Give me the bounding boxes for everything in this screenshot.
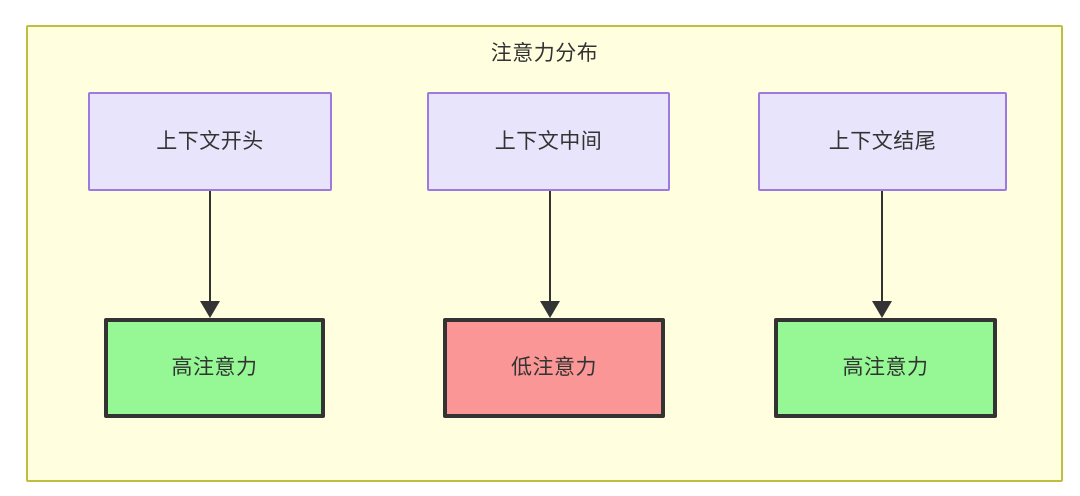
node-attention-high-end[interactable]: 高注意力 <box>774 318 997 418</box>
diagram-title: 注意力分布 <box>490 42 599 65</box>
node-label: 上下文开头 <box>156 129 264 153</box>
node-context-start[interactable]: 上下文开头 <box>88 92 332 191</box>
node-label: 高注意力 <box>842 356 929 379</box>
node-label: 上下文结尾 <box>828 129 937 153</box>
node-context-middle[interactable]: 上下文中间 <box>427 92 670 191</box>
node-label: 上下文中间 <box>494 129 603 153</box>
node-context-end[interactable]: 上下文结尾 <box>758 92 1007 191</box>
node-label: 高注意力 <box>171 356 258 379</box>
node-attention-high-start[interactable]: 高注意力 <box>104 318 325 418</box>
node-label: 低注意力 <box>511 356 597 379</box>
node-attention-low-middle[interactable]: 低注意力 <box>443 318 665 418</box>
